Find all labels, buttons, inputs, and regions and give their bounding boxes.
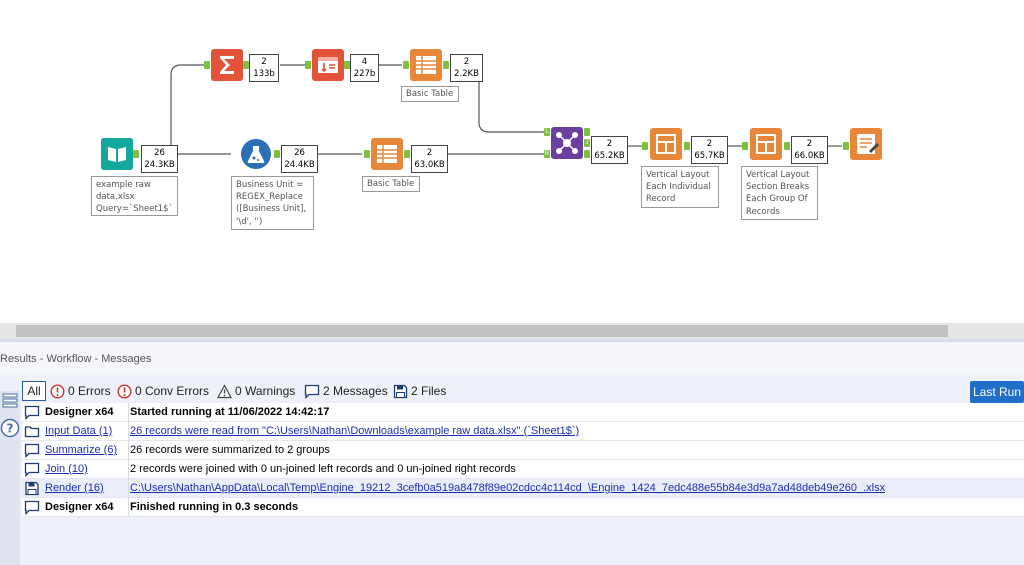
message-text[interactable]: 26 records were read from "C:\Users\Nath… — [128, 422, 579, 441]
message-row[interactable]: Designer x64 Started running at 11/06/202… — [22, 403, 1024, 422]
message-row[interactable]: Input Data (1) 26 records were read from … — [22, 422, 1024, 441]
join-left-anchor[interactable]: L — [544, 128, 550, 136]
output-anchor[interactable] — [404, 150, 410, 158]
input-data-tool-icon[interactable] — [101, 138, 133, 170]
message-row[interactable]: Summarize (6) 26 records were summarized … — [22, 441, 1024, 460]
message-source[interactable]: Summarize (6) — [45, 444, 118, 456]
message-source: Designer x64 — [45, 501, 114, 513]
conv-error-icon — [117, 383, 132, 399]
svg-text:?: ? — [7, 422, 14, 436]
message-text: 26 records were summarized to 2 groups — [128, 441, 330, 460]
tool-annotation: Vertical Layout Each Individual Record — [641, 166, 719, 208]
filter-errors-button[interactable]: 0 Errors — [50, 381, 111, 401]
filter-files-label: 2 Files — [411, 384, 447, 398]
output-anchor[interactable] — [784, 142, 790, 150]
input-anchor[interactable] — [305, 61, 311, 69]
join-right-anchor[interactable]: R — [544, 150, 550, 158]
results-panel: Results - Workflow - Messages ? All 0 Er… — [0, 339, 1024, 565]
message-text: Finished running in 0.3 seconds — [128, 498, 298, 517]
message-text: 2 records were joined with 0 un-joined l… — [128, 460, 516, 479]
summarize-tool-icon[interactable] — [211, 49, 243, 81]
filter-messages-label: 2 Messages — [323, 384, 388, 398]
basic-table-tool-icon[interactable] — [371, 138, 403, 170]
message-source[interactable]: Render (16) — [45, 482, 104, 494]
filter-all-label: All — [27, 384, 41, 398]
output-anchor[interactable] — [443, 61, 449, 69]
message-icon — [24, 405, 40, 421]
basic-table-tool-icon[interactable] — [410, 49, 442, 81]
results-sidebar: ? — [0, 391, 20, 565]
message-row[interactable]: Render (16) C:\Users\Nathan\AppData\Local… — [22, 479, 1024, 498]
save-icon — [24, 481, 40, 496]
input-anchor[interactable] — [642, 142, 648, 150]
layout-tool-icon[interactable] — [650, 128, 682, 160]
output-anchor[interactable] — [243, 61, 249, 69]
filter-errors-label: 0 Errors — [68, 384, 111, 398]
input-anchor[interactable] — [204, 61, 210, 69]
join-tool-icon[interactable] — [551, 127, 583, 159]
message-source[interactable]: Input Data (1) — [45, 425, 113, 437]
error-icon — [50, 383, 65, 399]
layout-tool-icon[interactable] — [750, 128, 782, 160]
save-icon — [393, 384, 408, 398]
filter-warnings-label: 0 Warnings — [235, 384, 296, 398]
scrollbar-thumb[interactable] — [16, 325, 948, 337]
list-view-icon[interactable] — [1, 391, 19, 411]
tool-annotation: Basic Table — [401, 86, 459, 102]
message-source[interactable]: Join (10) — [45, 463, 88, 475]
formula-tool-icon[interactable] — [240, 138, 272, 170]
filter-conv-errors-button[interactable]: 0 Conv Errors — [117, 381, 209, 401]
output-anchor[interactable] — [274, 150, 280, 158]
folder-icon — [24, 424, 40, 439]
message-text: Started running at 11/06/2022 14:42:17 — [128, 403, 329, 422]
last-run-button[interactable]: Last Run — [970, 381, 1024, 403]
input-anchor[interactable] — [742, 142, 748, 150]
tool-annotation: Business Unit = REGEX_Replace ([Business… — [231, 176, 314, 230]
join-j-output-anchor[interactable]: J — [584, 139, 590, 147]
filter-messages-button[interactable]: 2 Messages — [304, 381, 388, 401]
sort-tool-icon[interactable] — [312, 49, 344, 81]
filter-all-button[interactable]: All — [22, 381, 46, 401]
input-anchor[interactable] — [364, 150, 370, 158]
message-icon — [24, 443, 40, 459]
output-anchor[interactable] — [684, 142, 690, 150]
message-filter-bar: All 0 Errors 0 Conv Errors 0 Warnings 2 … — [22, 381, 1024, 403]
input-anchor[interactable] — [843, 142, 849, 150]
warning-icon — [217, 383, 232, 398]
help-icon[interactable]: ? — [0, 418, 20, 438]
message-source: Designer x64 — [45, 406, 114, 418]
connection-wires — [170, 64, 842, 155]
message-icon — [304, 384, 320, 399]
input-anchor[interactable] — [403, 61, 409, 69]
filter-warnings-button[interactable]: 0 Warnings — [217, 381, 295, 401]
output-anchor[interactable] — [133, 150, 139, 158]
messages-table: Designer x64 Started running at 11/06/202… — [22, 403, 1024, 517]
results-panel-title: Results - Workflow - Messages — [0, 339, 1024, 375]
join-r-output-anchor[interactable] — [584, 150, 590, 158]
tool-annotation: example raw data.xlsx Query=`Sheet1$` — [91, 176, 178, 216]
message-icon — [24, 462, 40, 478]
tool-annotation: Basic Table — [362, 176, 420, 192]
message-text[interactable]: C:\Users\Nathan\AppData\Local\Temp\Engin… — [128, 479, 885, 498]
message-icon — [24, 500, 40, 516]
message-row[interactable]: Join (10) 2 records were joined with 0 un… — [22, 460, 1024, 479]
tool-annotation: Vertical Layout Section Breaks Each Grou… — [741, 166, 818, 220]
join-l-output-anchor[interactable] — [584, 128, 590, 136]
filter-files-button[interactable]: 2 Files — [393, 381, 446, 401]
horizontal-scrollbar[interactable] — [0, 323, 1024, 339]
render-tool-icon[interactable] — [850, 128, 882, 160]
output-anchor[interactable] — [344, 61, 350, 69]
filter-conv-errors-label: 0 Conv Errors — [135, 384, 210, 398]
message-row[interactable]: Designer x64 Finished running in 0.3 seco… — [22, 498, 1024, 517]
